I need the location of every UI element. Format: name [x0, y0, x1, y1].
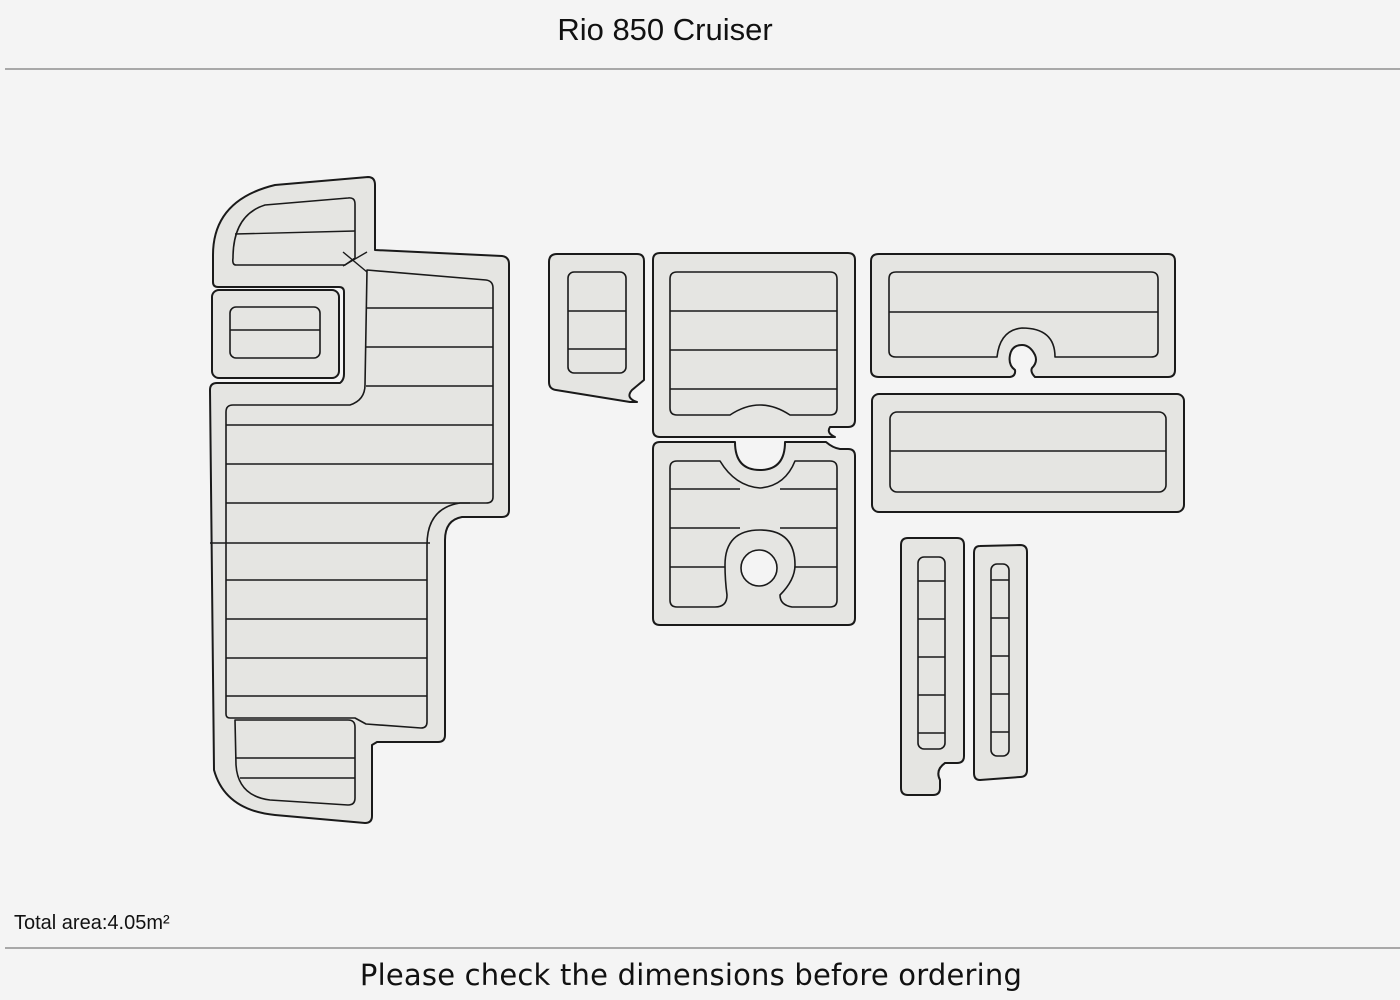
hatch-lid-upper-pad [652, 252, 856, 438]
top-divider [5, 68, 1400, 70]
swim-platform-pad-upper [870, 253, 1176, 378]
cockpit-floor-pad [209, 176, 510, 824]
bottom-divider [5, 947, 1400, 949]
footer-note: Please check the dimensions before order… [359, 958, 1023, 992]
diagram-title: Rio 850 Cruiser [557, 12, 773, 47]
helm-step-pad [211, 289, 340, 379]
step-strip-left-pad [900, 537, 965, 796]
hatch-lid-lower-pad [652, 441, 856, 626]
total-area-label: Total area:4.05m² [14, 912, 170, 934]
swim-platform-pad-lower [871, 393, 1185, 513]
step-strip-right-pad [973, 544, 1028, 781]
small-side-pad [548, 253, 645, 403]
